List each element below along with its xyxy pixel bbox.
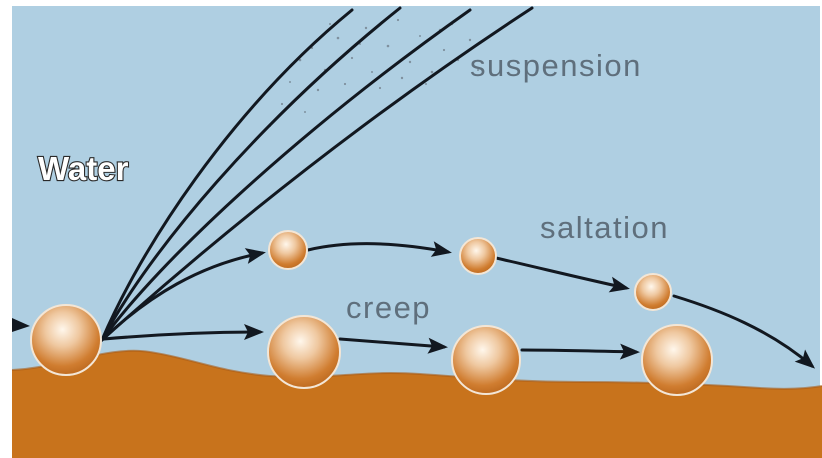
saltation-grain — [635, 274, 671, 310]
suspension-label: suspension — [470, 48, 642, 83]
creep-label: creep — [346, 290, 431, 325]
creep-grain — [452, 326, 520, 394]
creep-grain — [642, 325, 712, 395]
creep-grain — [268, 316, 340, 388]
saltation-label: saltation — [540, 210, 669, 245]
saltation-grain — [460, 238, 496, 274]
saltation-grain — [269, 231, 307, 269]
water-label: Water — [38, 150, 129, 187]
source-grain — [31, 305, 101, 375]
